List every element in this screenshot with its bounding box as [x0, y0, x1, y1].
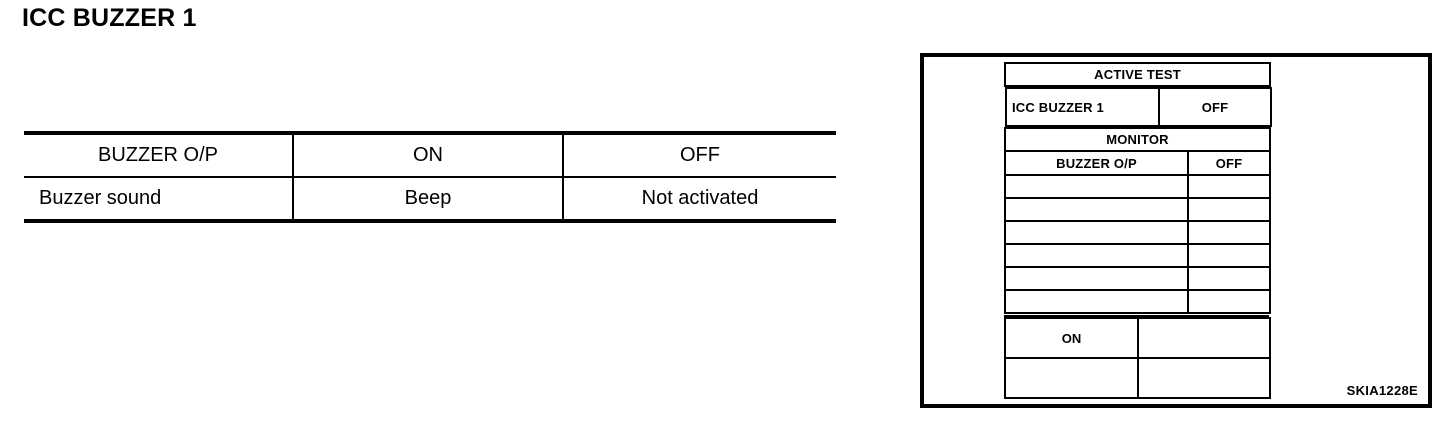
softkey-on-button[interactable]: ON [1004, 317, 1139, 359]
column-header-buzzer-op: BUZZER O/P [24, 131, 294, 178]
button-row: ON [1004, 317, 1271, 359]
item-row: ICC BUZZER 1 OFF [1005, 87, 1272, 127]
softkey-blank-button-3[interactable] [1137, 357, 1271, 399]
specification-table: BUZZER O/P ON OFF Buzzer sound Beep Not … [24, 131, 836, 223]
cell-on-value: Beep [292, 177, 564, 223]
active-test-item-table: ICC BUZZER 1 OFF [1005, 87, 1272, 127]
monitor-title: MONITOR [1004, 127, 1271, 152]
monitor-row-name [1004, 289, 1189, 314]
monitor-row [1004, 243, 1271, 268]
active-test-item-value: OFF [1158, 87, 1272, 127]
monitor-row [1004, 289, 1271, 314]
monitor-title-row: MONITOR [1004, 127, 1271, 152]
scan-tool-upper-table: ACTIVE TEST ICC BUZZER 1 OFF [1004, 62, 1272, 314]
softkey-blank-button-1[interactable] [1137, 317, 1271, 359]
monitor-row [1004, 220, 1271, 245]
figure-reference-id: SKIA1228E [1346, 383, 1418, 398]
button-row [1004, 357, 1271, 399]
monitor-row-value [1187, 197, 1271, 222]
monitor-row-value [1187, 220, 1271, 245]
cell-off-value: Not activated [562, 177, 836, 223]
monitor-row-name [1004, 266, 1189, 291]
monitor-row [1004, 174, 1271, 199]
table-header-row: BUZZER O/P ON OFF [24, 131, 836, 178]
active-test-item-name: ICC BUZZER 1 [1005, 87, 1160, 127]
monitor-row-name [1004, 197, 1189, 222]
monitor-row-value [1187, 174, 1271, 199]
column-header-on: ON [292, 131, 564, 178]
monitor-row-name [1004, 174, 1189, 199]
monitor-row-value [1187, 266, 1271, 291]
monitor-row-value [1187, 243, 1271, 268]
page-title: ICC BUZZER 1 [22, 4, 197, 32]
monitor-header-row: BUZZER O/P OFF [1004, 150, 1271, 176]
active-test-title-row: ACTIVE TEST [1004, 62, 1271, 87]
monitor-row-value [1187, 289, 1271, 314]
section-separator [1004, 312, 1269, 317]
figure-frame: ACTIVE TEST ICC BUZZER 1 OFF [920, 53, 1432, 408]
scan-tool-screen: ACTIVE TEST ICC BUZZER 1 OFF [1004, 62, 1272, 399]
active-test-item-row: ICC BUZZER 1 OFF [1005, 86, 1272, 128]
monitor-row [1004, 266, 1271, 291]
monitor-row-name [1004, 220, 1189, 245]
table-row: Buzzer sound Beep Not activated [24, 177, 836, 223]
monitor-row-name [1004, 243, 1189, 268]
monitor-header-name: BUZZER O/P [1004, 150, 1189, 176]
monitor-row [1004, 197, 1271, 222]
scan-tool-button-pad: ON [1004, 317, 1271, 399]
cell-monitor-item-name: Buzzer sound [24, 177, 294, 223]
column-header-off: OFF [562, 131, 836, 178]
softkey-blank-button-2[interactable] [1004, 357, 1139, 399]
active-test-title: ACTIVE TEST [1004, 62, 1271, 87]
monitor-header-value: OFF [1187, 150, 1271, 176]
